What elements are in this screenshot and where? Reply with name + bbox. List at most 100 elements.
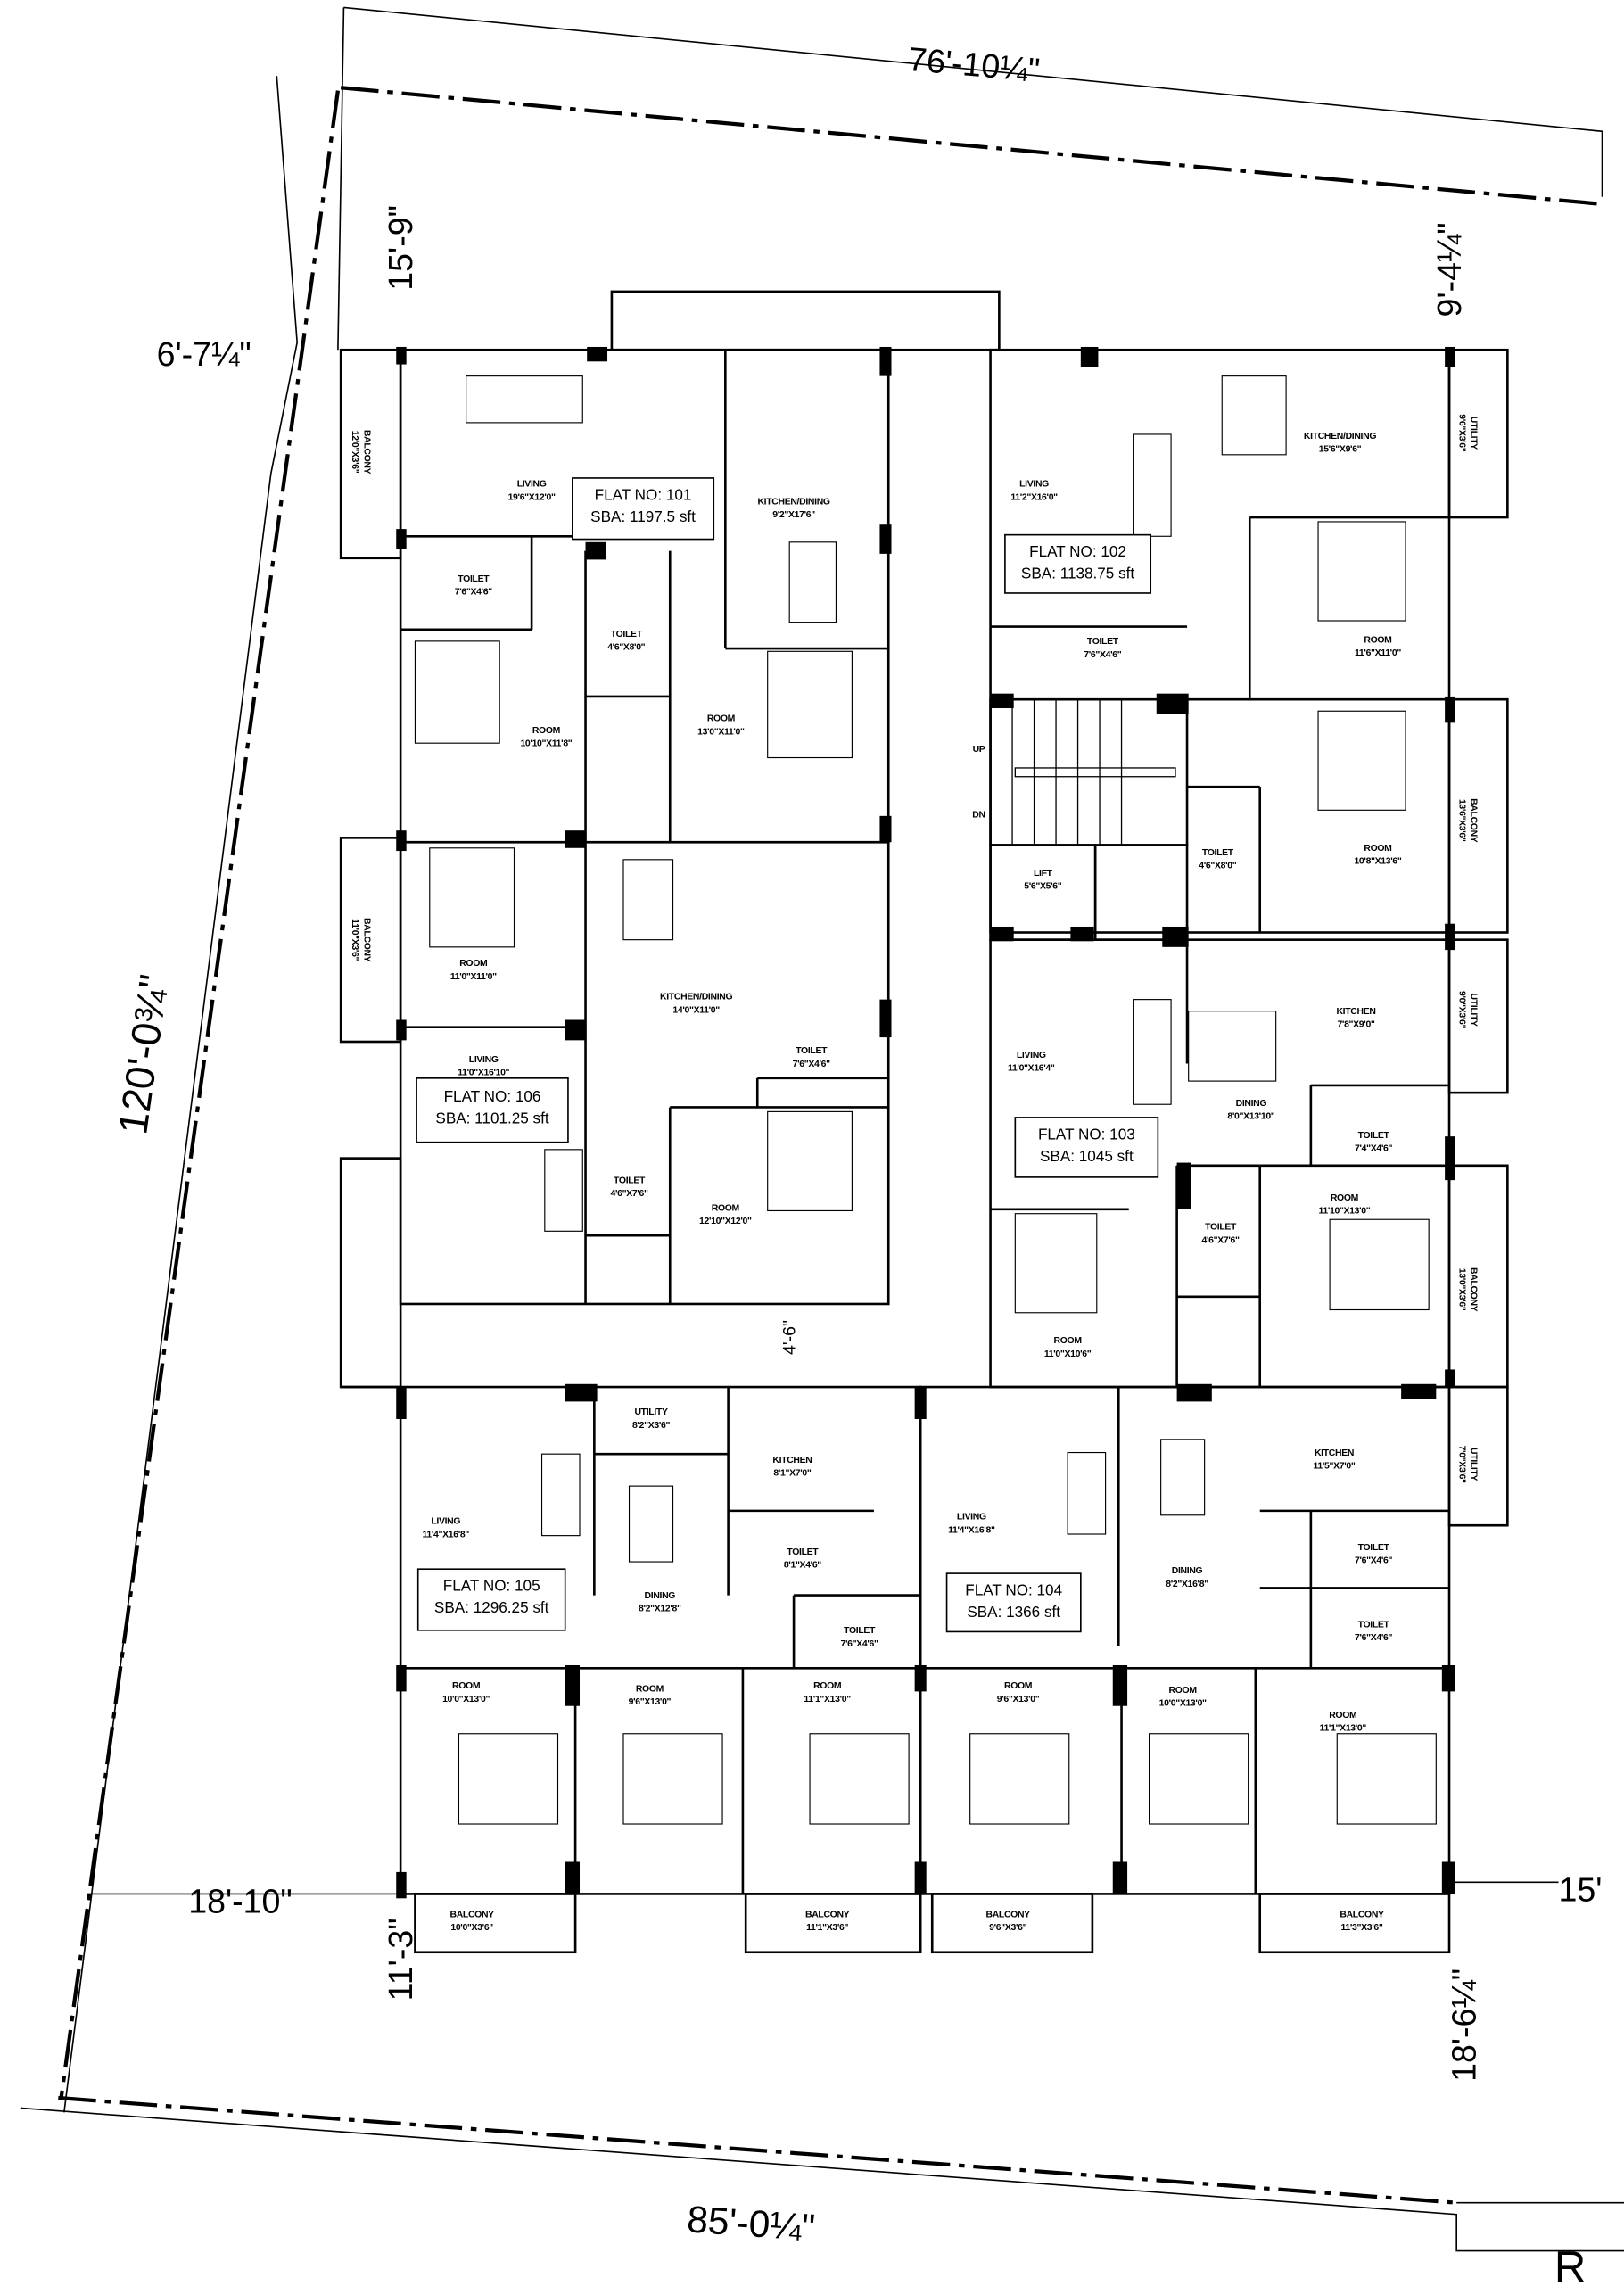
room-size-toilet: 7'4"X4'6" (1355, 1143, 1392, 1153)
dim-corridor-gap: 4'-6" (780, 1320, 800, 1355)
room-name-toilet: TOILET (614, 1176, 646, 1185)
room-name-room: ROOM (452, 1681, 480, 1691)
room-name-toilet: TOILET (1087, 637, 1119, 647)
room-name-balcony: BALCONY (1340, 1911, 1384, 1920)
room-size-kitchen-dining: 9'2"X17'6" (772, 510, 815, 520)
flat-sba-label: SBA: 1366 sft (967, 1603, 1060, 1621)
dim-right-top-setback: 9'-4¼" (1430, 222, 1468, 317)
room-size-balcony: 13'6"X3'6" (1456, 799, 1466, 842)
room-size-dining: 8'2"X16'8" (1166, 1580, 1208, 1589)
room-size-toilet: 4'6"X7'6" (1202, 1235, 1240, 1245)
room-size-toilet: 7'6"X4'6" (1355, 1556, 1392, 1566)
room-name-toilet: TOILET (787, 1547, 819, 1557)
room-size-kitchen: 11'5"X7'0" (1313, 1462, 1355, 1472)
room-labels: BALCONY12'0"X3'6"LIVING19'6"X12'0"KITCHE… (350, 414, 1478, 1933)
room-name-balcony: BALCONY (361, 430, 371, 475)
dim-bottom-left-setback: 18'-10" (188, 1883, 293, 1920)
room-size-living: 11'0"X16'4" (1008, 1064, 1055, 1074)
room-size-room: 10'10"X11'8" (520, 739, 572, 748)
room-name-balcony: BALCONY (1469, 1267, 1479, 1312)
room-size-room: 11'0"X11'0" (450, 972, 497, 982)
flat-number-label: FLAT NO: 101 (595, 485, 692, 503)
room-size-kitchen-dining: 14'0"X11'0" (672, 1005, 720, 1015)
room-name-room: ROOM (1054, 1336, 1082, 1346)
room-name-utility: UTILITY (1469, 993, 1479, 1027)
room-name-balcony: BALCONY (1469, 798, 1479, 843)
room-name-kitchen-dining: KITCHEN/DINING (660, 993, 732, 1003)
room-size-living: 11'0"X16'10" (458, 1069, 509, 1078)
room-size-room: 10'8"X13'6" (1354, 857, 1401, 867)
flat-sba-label: SBA: 1197.5 sft (590, 508, 696, 525)
room-size-toilet: 4'6"X8'0" (607, 643, 645, 653)
room-size-toilet: 7'6"X4'6" (841, 1639, 878, 1649)
room-name-balcony: BALCONY (449, 1911, 494, 1920)
stair-core: UP DN LIFT 5'6"X5'6" (972, 745, 1062, 892)
room-size-utility: 9'6"X3'6" (1456, 414, 1466, 451)
room-size-kitchen: 7'8"X9'0" (1337, 1020, 1374, 1030)
road-label: R (1554, 2243, 1586, 2286)
dimension-labels: 76'-10¼" 15'-9" 6'-7¼" 9'-4¼" 120'-0¾" 4… (110, 40, 1602, 2286)
room-name-balcony: BALCONY (805, 1911, 850, 1920)
room-name-living: LIVING (517, 480, 547, 490)
room-name-living: LIVING (1017, 1051, 1046, 1060)
flat-sba-label: SBA: 1045 sft (1040, 1147, 1134, 1165)
dim-bottom: 85'-0¼" (686, 2198, 816, 2249)
room-size-balcony: 9'6"X3'6" (989, 1923, 1026, 1933)
room-size-kitchen-dining: 15'6"X9'6" (1319, 445, 1362, 455)
room-name-room: ROOM (1331, 1193, 1358, 1203)
room-name-toilet: TOILET (611, 630, 643, 640)
room-name-room: ROOM (636, 1684, 664, 1694)
room-name-dining: DINING (645, 1591, 676, 1601)
flat-number-label: FLAT NO: 102 (1029, 542, 1126, 560)
room-size-toilet: 7'6"X4'6" (1084, 650, 1121, 660)
room-name-room: ROOM (707, 714, 735, 724)
room-size-room: 9'6"X13'0" (629, 1697, 672, 1707)
room-size-room: 11'1"X13'0" (1320, 1723, 1367, 1733)
room-name-toilet: TOILET (1202, 848, 1234, 858)
room-name-room: ROOM (1004, 1681, 1032, 1691)
flat-number-label: FLAT NO: 105 (443, 1577, 540, 1595)
room-name-kitchen-dining: KITCHEN/DINING (1304, 432, 1376, 442)
room-name-toilet: TOILET (1358, 1543, 1390, 1553)
room-size-room: 13'0"X11'0" (697, 727, 745, 737)
lift-size: 5'6"X5'6" (1024, 882, 1061, 892)
room-name-room: ROOM (1364, 636, 1391, 646)
room-size-utility: 9'0"X3'6" (1456, 991, 1466, 1028)
room-size-room: 10'0"X13'0" (1159, 1699, 1207, 1709)
room-name-room: ROOM (712, 1203, 739, 1213)
room-name-toilet: TOILET (1358, 1621, 1390, 1630)
room-name-balcony: BALCONY (985, 1911, 1030, 1920)
flat-number-label: FLAT NO: 103 (1038, 1125, 1135, 1143)
room-name-kitchen: KITCHEN (1336, 1007, 1375, 1017)
dim-top-left-offset: 15'-9" (382, 205, 419, 291)
room-size-balcony: 11'1"X3'6" (806, 1923, 848, 1933)
room-size-room: 11'0"X10'6" (1044, 1349, 1092, 1359)
room-size-toilet: 7'6"X4'6" (793, 1060, 830, 1069)
dim-bottom-offset: 11'-3" (382, 1918, 419, 2001)
room-size-dining: 8'0"X13'10" (1227, 1112, 1274, 1122)
room-size-dining: 8'2"X12'8" (639, 1605, 681, 1614)
room-size-kitchen: 8'1"X7'0" (773, 1469, 811, 1479)
room-size-living: 11'4"X16'8" (423, 1530, 470, 1539)
stair-down-label: DN (972, 810, 985, 820)
room-name-dining: DINING (1236, 1099, 1267, 1109)
stair-up-label: UP (973, 745, 985, 755)
room-size-toilet: 4'6"X7'6" (610, 1189, 647, 1199)
room-name-toilet: TOILET (1358, 1131, 1390, 1141)
room-name-kitchen: KITCHEN (1315, 1448, 1354, 1458)
room-size-balcony: 11'0"X3'6" (350, 919, 359, 961)
room-name-utility: UTILITY (634, 1407, 668, 1417)
room-name-utility: UTILITY (1469, 1448, 1479, 1481)
room-size-balcony: 10'0"X3'6" (450, 1923, 493, 1933)
room-size-living: 19'6"X12'0" (508, 492, 556, 502)
room-name-dining: DINING (1172, 1566, 1203, 1576)
dim-bottom-right-setback: 15' (1559, 1871, 1603, 1909)
room-name-kitchen-dining: KITCHEN/DINING (757, 497, 829, 507)
room-name-toilet: TOILET (796, 1046, 828, 1056)
room-size-toilet: 4'6"X8'0" (1199, 862, 1236, 871)
flat-label-boxes (416, 477, 1159, 1633)
flat-sba-label: SBA: 1101.25 sft (435, 1109, 548, 1126)
room-name-room: ROOM (1329, 1711, 1356, 1721)
